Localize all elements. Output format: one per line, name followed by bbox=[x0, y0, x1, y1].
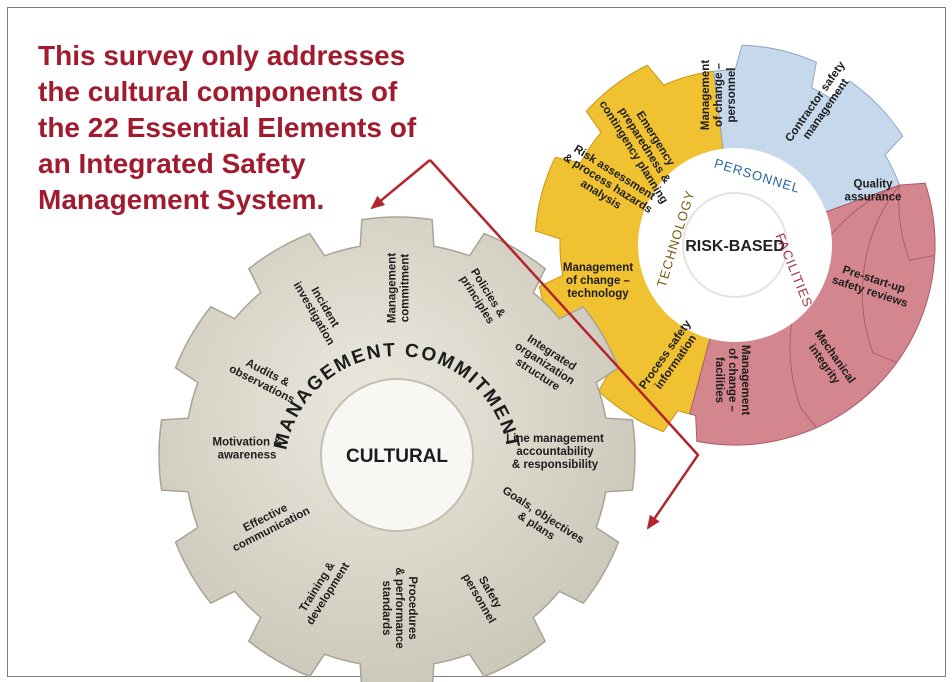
facilities-sector bbox=[689, 182, 936, 446]
risk-element-label-line: Quality bbox=[854, 179, 894, 191]
cultural-element-label-line: Line management bbox=[506, 433, 604, 445]
cultural-element-label: Managementcommitment bbox=[387, 253, 412, 323]
cultural-gear-center bbox=[320, 378, 474, 532]
cultural-element-label-line: accountability bbox=[516, 446, 594, 458]
headline-line: an Integrated Safety bbox=[38, 148, 306, 179]
arrow-to-cultural-icon bbox=[370, 159, 431, 210]
arrow-to-cultural-lower-icon bbox=[429, 159, 700, 530]
cultural-element-label-line: Management bbox=[387, 253, 399, 323]
cultural-gear: CULTURAL MANAGEMENT COMMITMENT Managemen… bbox=[158, 216, 636, 682]
cultural-element-label-line: commitment bbox=[399, 254, 411, 323]
risk-based-label: RISK-BASED bbox=[685, 238, 785, 255]
cultural-element-label-line: Procedures bbox=[406, 576, 418, 639]
risk-element-label-line: of change – bbox=[566, 275, 631, 287]
headline-line: the 22 Essential Elements of bbox=[38, 112, 417, 143]
headline-line: Management System. bbox=[38, 184, 325, 215]
headline: This survey only addresses the cultural … bbox=[38, 38, 518, 218]
risk-element-label-line: personnel bbox=[726, 68, 738, 123]
cultural-element-label: Motivation &awareness bbox=[213, 437, 282, 462]
headline-line: This survey only addresses bbox=[38, 40, 406, 71]
headline-line: the cultural components of bbox=[38, 76, 398, 107]
risk-gear-center bbox=[682, 192, 788, 298]
risk-element-label-line: assurance bbox=[845, 191, 902, 203]
risk-element-label-line: technology bbox=[567, 288, 629, 300]
risk-element-label-line: facilities bbox=[713, 357, 725, 403]
risk-element-label-line: of change – bbox=[726, 348, 738, 413]
risk-element-label-line: of change – bbox=[713, 62, 725, 127]
risk-element-label: Managementof change –personnel bbox=[700, 60, 738, 130]
cultural-element-label: Procedures& performancestandards bbox=[380, 567, 418, 648]
cultural-element-label-line: standards bbox=[380, 581, 392, 636]
cultural-element-label-line: & performance bbox=[393, 567, 405, 648]
cultural-element-label-line: awareness bbox=[218, 449, 277, 461]
cultural-label: CULTURAL bbox=[346, 446, 448, 467]
risk-element-label-line: Management bbox=[700, 60, 712, 130]
cultural-element-label-line: & responsibility bbox=[512, 459, 599, 471]
risk-element-label-line: Management bbox=[739, 345, 751, 415]
cultural-element-label-line: Motivation & bbox=[213, 437, 282, 449]
risk-element-label: Managementof change –facilities bbox=[713, 345, 751, 415]
risk-element-label-line: Management bbox=[563, 262, 633, 274]
